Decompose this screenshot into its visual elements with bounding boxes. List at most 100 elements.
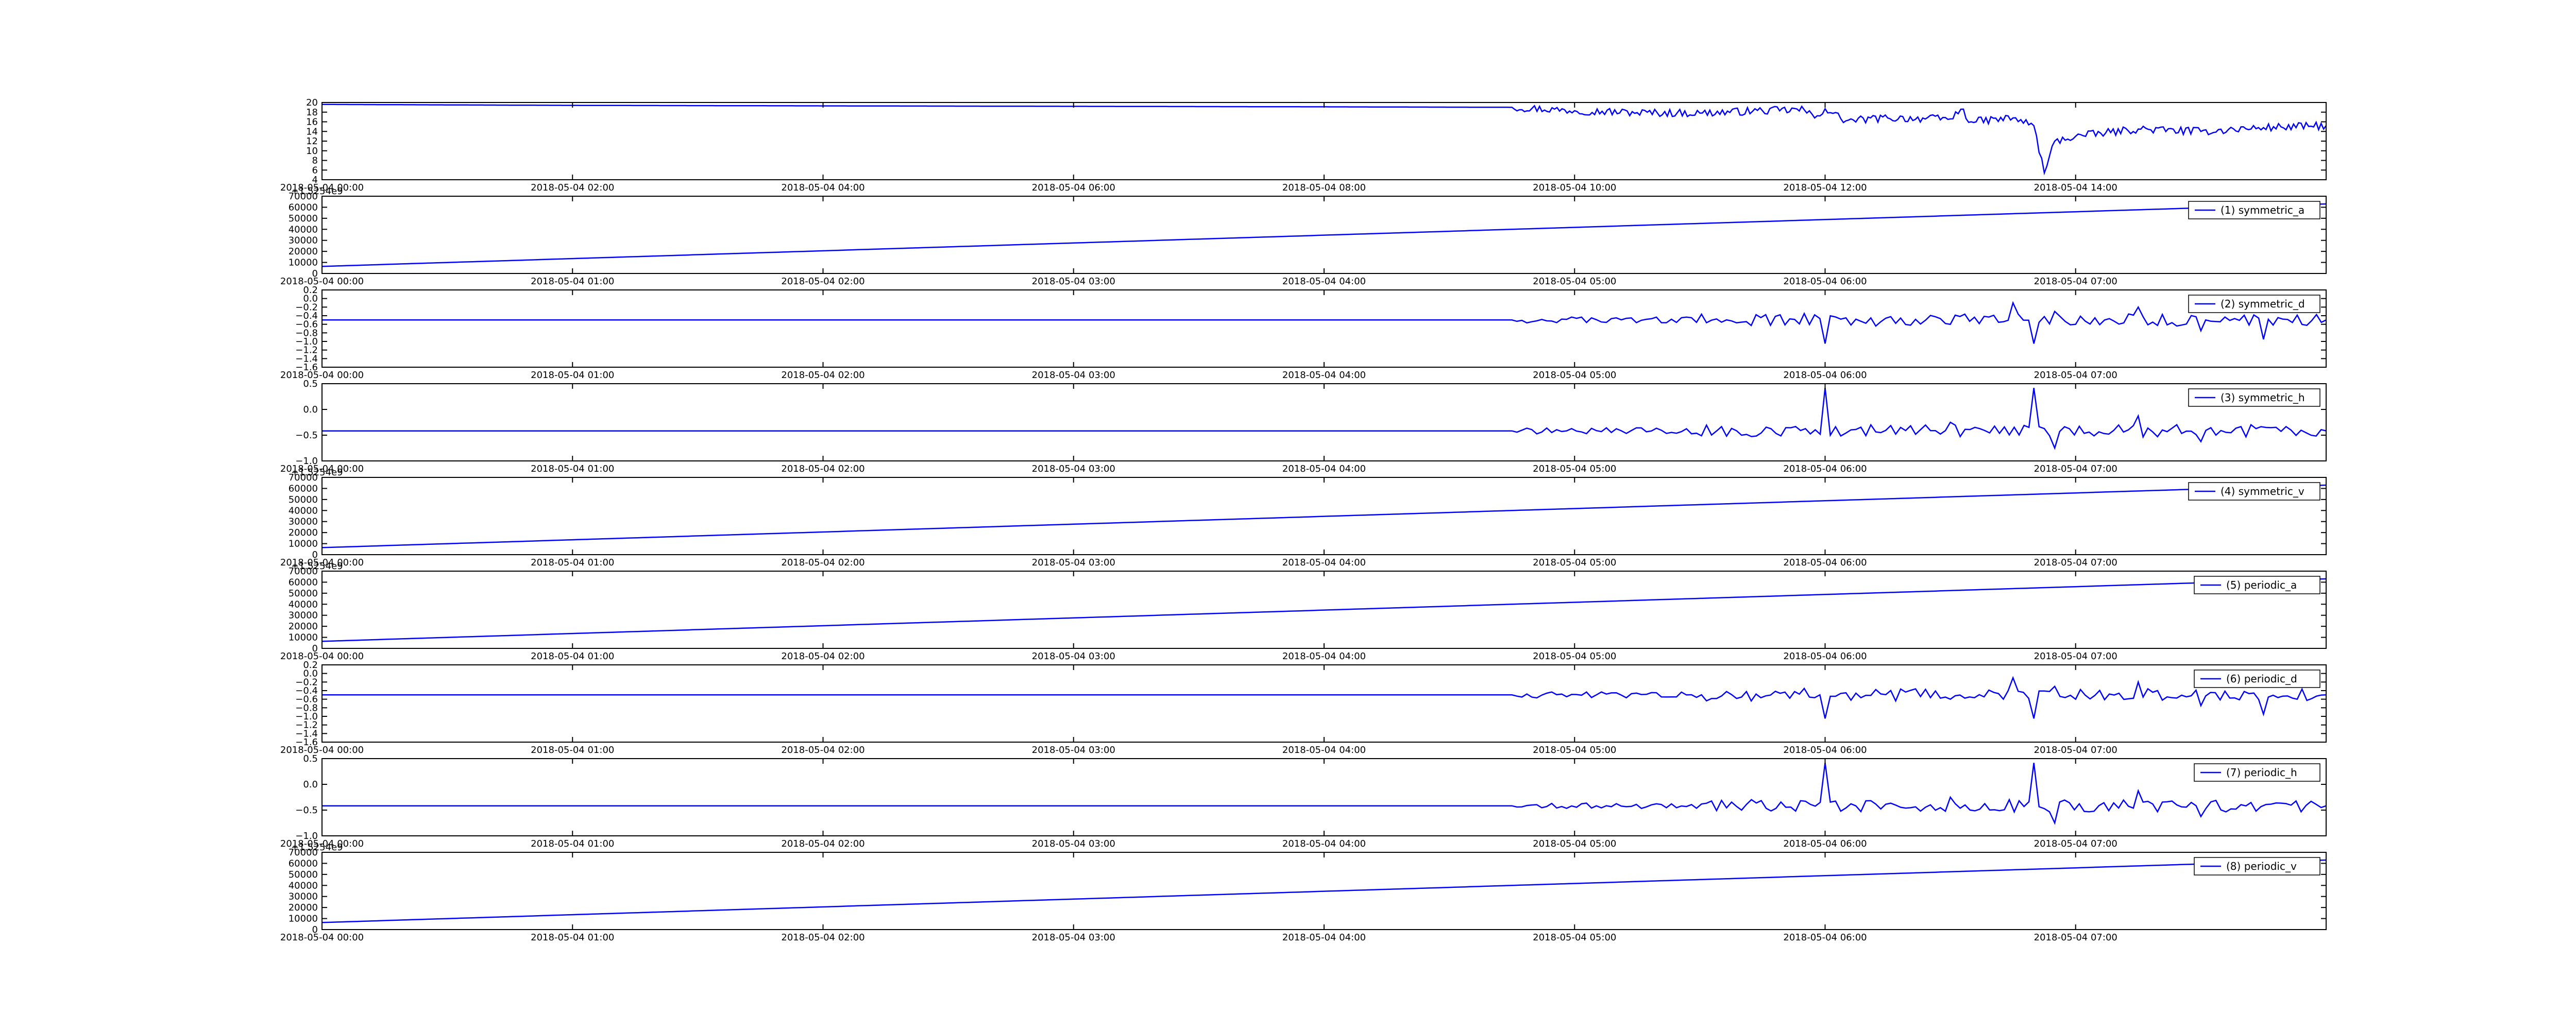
series-line-7 bbox=[322, 676, 2326, 719]
y-tick-label: −0.4 bbox=[295, 311, 318, 321]
y-tick-label: 50000 bbox=[289, 213, 318, 224]
x-tick-label: 2018-05-04 06:00 bbox=[1783, 745, 1867, 756]
y-tick-label: −1.0 bbox=[295, 336, 318, 347]
y-tick-label: 40000 bbox=[289, 224, 318, 235]
x-tick-label: 2018-05-04 03:00 bbox=[1032, 557, 1115, 568]
axis-offset-label: +1.5254e9 bbox=[291, 467, 343, 478]
y-tick-label: 20000 bbox=[289, 902, 318, 913]
x-tick-label: 2018-05-04 14:00 bbox=[2034, 182, 2117, 193]
x-tick-label: 2018-05-04 04:00 bbox=[1282, 464, 1366, 474]
legend-label: (2) symmetric_d bbox=[2221, 298, 2305, 310]
y-tick-label: 0.0 bbox=[303, 294, 318, 304]
y-tick-label: −1.0 bbox=[295, 456, 318, 467]
x-tick-label: 2018-05-04 02:00 bbox=[781, 838, 865, 849]
y-tick-label: −1.4 bbox=[295, 353, 318, 364]
y-tick-label: −0.4 bbox=[295, 685, 318, 696]
y-tick-label: 10000 bbox=[289, 914, 318, 924]
legend-label: (6) periodic_d bbox=[2226, 673, 2297, 685]
axis-offset-label: +1.5254e9 bbox=[291, 561, 343, 572]
y-tick-label: 0.2 bbox=[303, 660, 318, 671]
x-tick-label: 2018-05-04 00:00 bbox=[280, 651, 364, 662]
x-tick-label: 2018-05-04 03:00 bbox=[1032, 276, 1115, 287]
y-tick-label: 20000 bbox=[289, 621, 318, 632]
x-tick-label: 2018-05-04 05:00 bbox=[1533, 838, 1616, 849]
series-line-6 bbox=[322, 578, 2326, 642]
y-tick-label: 30000 bbox=[289, 235, 318, 246]
y-tick-label: 10 bbox=[306, 146, 318, 157]
y-tick-label: 30000 bbox=[289, 891, 318, 902]
y-tick-label: −0.2 bbox=[295, 677, 318, 688]
y-tick-label: −0.6 bbox=[295, 319, 318, 330]
axes-frame bbox=[321, 383, 2327, 461]
x-tick-label: 2018-05-04 00:00 bbox=[280, 464, 364, 474]
y-tick-label: −0.2 bbox=[295, 302, 318, 313]
y-tick-label: 0.0 bbox=[303, 668, 318, 679]
x-tick-label: 2018-05-04 02:00 bbox=[531, 182, 614, 193]
x-tick-label: 2018-05-04 05:00 bbox=[1533, 745, 1616, 756]
x-tick-label: 2018-05-04 04:00 bbox=[1282, 838, 1366, 849]
chart-panel-7: −1.6−1.4−1.2−1.0−0.8−0.6−0.4−0.20.00.220… bbox=[280, 660, 2327, 756]
axes-frame bbox=[321, 102, 2327, 180]
legend-label: (3) symmetric_h bbox=[2221, 391, 2305, 404]
y-tick-label: 8 bbox=[312, 156, 318, 166]
chart-panel-4: −1.0 −0.5 0.0 0.5 2018-05-04 00:00 2018-05-04… bbox=[280, 379, 2327, 474]
y-tick-label: −1.2 bbox=[295, 720, 318, 731]
series-line-9 bbox=[322, 859, 2326, 923]
y-tick-label: 30000 bbox=[289, 517, 318, 527]
x-tick-label: 2018-05-04 06:00 bbox=[1783, 276, 1867, 287]
y-tick-label: −1.0 bbox=[295, 711, 318, 722]
y-tick-label: 0.5 bbox=[303, 379, 318, 389]
x-tick-label: 2018-05-04 01:00 bbox=[531, 838, 614, 849]
y-tick-label: 40000 bbox=[289, 599, 318, 610]
x-tick-label: 2018-05-04 06:00 bbox=[1783, 370, 1867, 381]
chart-panel-9: 0100002000030000400005000060000700002018… bbox=[280, 842, 2327, 943]
x-tick-label: 2018-05-04 00:00 bbox=[280, 370, 364, 381]
x-tick-label: 2018-05-04 06:00 bbox=[1783, 464, 1867, 474]
x-tick-label: 2018-05-04 06:00 bbox=[1783, 932, 1867, 943]
x-tick-label: 2018-05-04 07:00 bbox=[2034, 838, 2117, 849]
y-tick-label: 70000 bbox=[289, 566, 318, 577]
x-tick-label: 2018-05-04 00:00 bbox=[280, 276, 364, 287]
x-tick-label: 2018-05-04 03:00 bbox=[1032, 651, 1115, 662]
y-tick-label: −0.5 bbox=[295, 430, 318, 441]
x-tick-label: 2018-05-04 07:00 bbox=[2034, 745, 2117, 756]
x-tick-label: 2018-05-04 01:00 bbox=[531, 651, 614, 662]
x-tick-label: 2018-05-04 00:00 bbox=[280, 745, 364, 756]
x-tick-label: 2018-05-04 06:00 bbox=[1783, 557, 1867, 568]
x-tick-label: 2018-05-04 12:00 bbox=[1783, 182, 1867, 193]
x-tick-label: 2018-05-04 04:00 bbox=[1282, 932, 1366, 943]
x-tick-label: 2018-05-04 01:00 bbox=[531, 464, 614, 474]
y-tick-label: 10000 bbox=[289, 539, 318, 550]
x-tick-label: 2018-05-04 00:00 bbox=[280, 182, 364, 193]
y-tick-label: 70000 bbox=[289, 472, 318, 483]
axes-frame bbox=[321, 289, 2327, 368]
x-tick-label: 2018-05-04 07:00 bbox=[2034, 932, 2117, 943]
y-tick-label: 60000 bbox=[289, 858, 318, 869]
y-tick-label: 40000 bbox=[289, 880, 318, 891]
y-tick-label: −1.0 bbox=[295, 831, 318, 842]
legend-label: (4) symmetric_v bbox=[2221, 485, 2304, 497]
x-tick-label: 2018-05-04 07:00 bbox=[2034, 557, 2117, 568]
x-tick-label: 2018-05-04 01:00 bbox=[531, 276, 614, 287]
y-tick-label: 0.0 bbox=[303, 404, 318, 415]
y-tick-label: 70000 bbox=[289, 847, 318, 858]
y-tick-label: 0.0 bbox=[303, 779, 318, 790]
y-tick-label: 10000 bbox=[289, 258, 318, 268]
series-line-8 bbox=[322, 763, 2326, 825]
y-tick-label: 0 bbox=[312, 550, 318, 560]
x-tick-label: 2018-05-04 05:00 bbox=[1533, 932, 1616, 943]
x-tick-label: 2018-05-04 07:00 bbox=[2034, 464, 2117, 474]
y-tick-label: −1.6 bbox=[295, 362, 318, 373]
x-tick-label: 2018-05-04 02:00 bbox=[781, 370, 865, 381]
axes-frame bbox=[321, 664, 2327, 743]
x-tick-label: 2018-05-04 02:00 bbox=[781, 276, 865, 287]
x-tick-label: 2018-05-04 05:00 bbox=[1533, 276, 1616, 287]
x-tick-label: 2018-05-04 07:00 bbox=[2034, 651, 2117, 662]
x-tick-label: 2018-05-04 03:00 bbox=[1032, 838, 1115, 849]
x-tick-label: 2018-05-04 03:00 bbox=[1032, 464, 1115, 474]
legend-label: (7) periodic_h bbox=[2226, 766, 2297, 779]
x-tick-label: 2018-05-04 10:00 bbox=[1533, 182, 1616, 193]
